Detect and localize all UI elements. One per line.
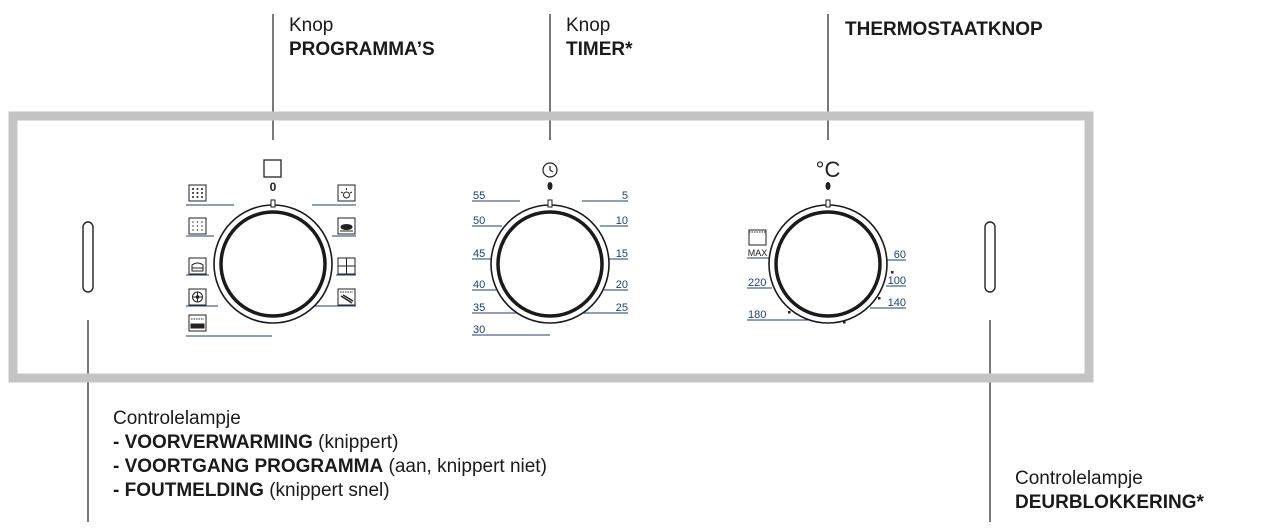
- thermostat-tick-label: 220: [748, 277, 766, 289]
- celsius-symbol: °C: [816, 157, 841, 182]
- timer-tick-label: 45: [473, 248, 485, 260]
- indicator-right-label: Controlelampje DEURBLOKKERING*: [1015, 467, 1204, 515]
- program-zero-label: 0: [270, 180, 277, 194]
- clock-icon: [542, 162, 558, 178]
- indicator-lamp-right: [984, 221, 996, 293]
- indicator-left-item-preheat: - VOORVERWARMING (knippert): [113, 431, 547, 455]
- thermostat-tick-label: 140: [888, 297, 906, 309]
- item-bold: - VOORTGANG PROGRAMMA: [113, 456, 384, 477]
- item-bold: - FOUTMELDING: [113, 480, 264, 501]
- thermostat-tick-label: 180: [748, 309, 766, 321]
- program-left-icons: [188, 184, 207, 332]
- thermostat-pointer-mark: [825, 182, 831, 190]
- programs-knob-label-line1: Knop: [289, 15, 334, 36]
- timer-knob-label: Knop TIMER*: [566, 14, 633, 62]
- thermostat-knob-group: °C MAX 220 180 60 100 140: [747, 157, 906, 324]
- indicator-left-title: Controlelampje: [113, 408, 241, 429]
- program-scale-lines: [186, 204, 356, 337]
- item-rest: (aan, knippert niet): [383, 456, 547, 477]
- timer-scale-lines: [472, 200, 628, 336]
- defrost-icon: [337, 257, 356, 275]
- fan-icon: [188, 288, 207, 306]
- program-right-icons: [337, 184, 356, 306]
- timer-knob-group: 55 50 45 40 35 30 5 10 15 20 25: [472, 162, 628, 336]
- timer-tick-label: 5: [622, 190, 628, 202]
- thermostat-tick-label: 100: [888, 275, 906, 287]
- multi-level-icon: [188, 217, 207, 235]
- pizza-icon: [337, 217, 356, 235]
- scale-dot: [843, 321, 846, 324]
- max-label: MAX: [748, 248, 768, 258]
- scale-dot: [891, 271, 894, 274]
- timer-knob[interactable]: [490, 182, 610, 324]
- timer-tick-label: 10: [616, 215, 628, 227]
- program-knob[interactable]: [213, 199, 333, 324]
- scale-dot: [788, 311, 791, 314]
- timer-tick-label: 15: [616, 248, 628, 260]
- timer-tick-label: 40: [473, 279, 485, 291]
- grill-convection-icon: [188, 184, 207, 202]
- bread-icon: [188, 257, 207, 275]
- thermostat-knob-label: THERMOSTAATKNOP: [845, 18, 1043, 42]
- timer-tick-label: 30: [473, 324, 485, 336]
- timer-knob-label-line1: Knop: [566, 15, 611, 36]
- thermostat-knob[interactable]: [768, 182, 888, 324]
- scale-dot: [878, 297, 881, 300]
- timer-pointer-mark: [547, 182, 553, 190]
- thermostat-scale-dots: [788, 271, 894, 324]
- off-square-icon: [263, 159, 282, 178]
- program-knob-group: 0: [186, 159, 356, 337]
- oven-light-icon: [337, 184, 356, 202]
- thermostat-scale-lines: [747, 257, 906, 321]
- control-panel-frame: [8, 111, 1094, 383]
- timer-knob-label-name: TIMER*: [566, 39, 633, 60]
- thermostat-knob-label-name: THERMOSTAATKNOP: [845, 19, 1043, 40]
- eco-grill-icon: [337, 288, 356, 306]
- timer-tick-label: 35: [473, 302, 485, 314]
- item-bold: - VOORVERWARMING: [113, 432, 313, 453]
- timer-tick-label: 25: [616, 302, 628, 314]
- lower-element-icon: [188, 314, 207, 332]
- knobs: [213, 182, 888, 324]
- max-icon: [748, 229, 767, 246]
- indicator-left-item-progress: - VOORTGANG PROGRAMMA (aan, knippert nie…: [113, 455, 547, 479]
- timer-tick-label: 55: [473, 190, 485, 202]
- item-rest: (knippert snel): [263, 480, 390, 501]
- indicator-right-name: DEURBLOKKERING*: [1015, 492, 1204, 513]
- programs-knob-label: Knop PROGRAMMA’S: [289, 14, 435, 62]
- indicator-lamp-left: [82, 221, 94, 293]
- indicator-left-item-error: - FOUTMELDING (knippert snel): [113, 479, 547, 503]
- item-rest: (knippert): [312, 432, 399, 453]
- programs-knob-label-name: PROGRAMMA’S: [289, 39, 435, 60]
- timer-tick-label: 50: [473, 215, 485, 227]
- thermostat-tick-label: 60: [894, 249, 906, 261]
- indicator-right-title: Controlelampje: [1015, 468, 1143, 489]
- indicator-left-label: Controlelampje - VOORVERWARMING (knipper…: [113, 407, 547, 503]
- timer-tick-label: 20: [616, 279, 628, 291]
